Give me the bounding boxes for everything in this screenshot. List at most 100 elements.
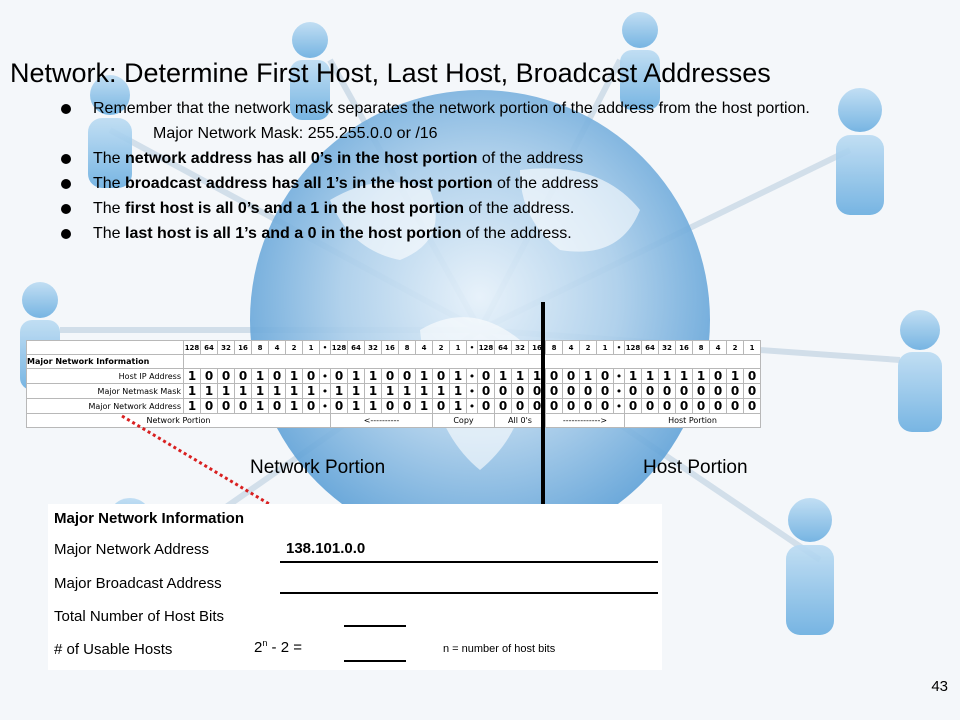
- bit-cell: 0: [579, 398, 597, 414]
- bit-cell: 0: [596, 368, 614, 384]
- bullet-dot-icon: [61, 179, 71, 189]
- place-value-cell: 128: [330, 340, 348, 355]
- row-label-cell: Major Netmask Mask: [26, 383, 184, 399]
- bit-cell: 1: [364, 398, 382, 414]
- formula-base: 2: [254, 639, 263, 656]
- bit-cell: 0: [675, 398, 693, 414]
- worksheet-heading: Major Network Information: [54, 510, 245, 527]
- place-value-cell: 2: [579, 340, 597, 355]
- bullet-network-mask: Remember that the network mask separates…: [60, 100, 920, 118]
- bullet-text-bold: last host is all 1’s and a 0 in the host…: [125, 225, 462, 242]
- section-label-cell: Major Network Information: [26, 354, 184, 369]
- broadcast-address-answer-line: [280, 592, 658, 594]
- bit-cell: 1: [658, 368, 676, 384]
- bit-cell: 0: [494, 383, 512, 399]
- bit-cell: 1: [251, 398, 269, 414]
- bit-cell: 1: [449, 398, 467, 414]
- bit-cell: 0: [596, 398, 614, 414]
- bit-cell: 0: [511, 383, 529, 399]
- host-portion-label: Host Portion: [643, 457, 748, 478]
- bullet-text-bold: network address has all 0’s in the host …: [125, 150, 478, 167]
- bit-cell: 1: [675, 368, 693, 384]
- place-value-cell: 64: [641, 340, 659, 355]
- bit-cell: 1: [183, 368, 201, 384]
- network-address-answer-line: [280, 561, 658, 563]
- bit-cell: 0: [477, 368, 495, 384]
- worksheet-panel: Major Network Information Major Network …: [48, 504, 662, 670]
- place-value-cell: 128: [183, 340, 201, 355]
- bit-cell: 0: [545, 383, 563, 399]
- major-network-mask-line: Major Network Mask: 255.255.0.0 or /16: [153, 125, 438, 142]
- place-value-cell: 4: [709, 340, 727, 355]
- place-value-cell: 8: [251, 340, 269, 355]
- bit-cell: 0: [398, 398, 416, 414]
- bit-cell: 0: [579, 383, 597, 399]
- footer-copy: Copy: [432, 413, 495, 428]
- octet-dot-cell: •: [319, 398, 331, 414]
- place-value-cell: 8: [692, 340, 710, 355]
- bit-cell: 0: [709, 383, 727, 399]
- place-value-cell: 64: [347, 340, 365, 355]
- bit-cell: 1: [415, 398, 433, 414]
- bit-cell: 0: [641, 398, 659, 414]
- octet-dot-cell: •: [466, 383, 478, 399]
- bit-cell: 0: [432, 398, 450, 414]
- octet-dot-cell: •: [319, 383, 331, 399]
- bit-cell: 0: [743, 398, 761, 414]
- network-address-value: 138.101.0.0: [286, 540, 366, 557]
- bit-cell: 0: [477, 383, 495, 399]
- bit-cell: 0: [743, 368, 761, 384]
- octet-dot-cell: •: [613, 340, 625, 355]
- octet-dot-cell: •: [466, 398, 478, 414]
- bit-cell: 0: [302, 398, 320, 414]
- place-value-cell: 16: [381, 340, 399, 355]
- place-value-cell: 128: [624, 340, 642, 355]
- place-value-cell: 1: [449, 340, 467, 355]
- bit-cell: 0: [268, 368, 286, 384]
- usable-hosts-formula: 2n - 2 =: [254, 638, 302, 656]
- bit-cell: 1: [494, 368, 512, 384]
- place-value-cell: 1: [743, 340, 761, 355]
- bit-cell: 0: [217, 368, 235, 384]
- place-value-cell: 8: [545, 340, 563, 355]
- bit-cell: 1: [234, 383, 252, 399]
- place-value-cell: 32: [364, 340, 382, 355]
- bit-cell: 1: [251, 383, 269, 399]
- bit-cell: 0: [743, 383, 761, 399]
- bit-cell: 0: [494, 398, 512, 414]
- slide-title: Network: Determine First Host, Last Host…: [10, 58, 771, 88]
- bit-cell: 0: [562, 368, 580, 384]
- bit-cell: 0: [381, 398, 399, 414]
- bit-cell: 0: [624, 398, 642, 414]
- place-value-cell: 32: [658, 340, 676, 355]
- bullet-network-address: The network address has all 0’s in the h…: [60, 150, 920, 168]
- bit-cell: 1: [641, 368, 659, 384]
- bullet-text-post: of the address: [477, 150, 584, 167]
- place-value-cell: 64: [200, 340, 218, 355]
- formula-rest: - 2 =: [267, 639, 302, 656]
- bit-cell: 1: [285, 383, 303, 399]
- bit-cell: 0: [432, 368, 450, 384]
- section-blank-cell: [183, 354, 761, 369]
- bullet-dot-icon: [61, 229, 71, 239]
- bit-cell: 0: [596, 383, 614, 399]
- octet-dot-cell: •: [466, 368, 478, 384]
- bullet-first-host: The first host is all 0’s and a 1 in the…: [60, 200, 920, 218]
- bullet-last-host: The last host is all 1’s and a 0 in the …: [60, 225, 920, 243]
- bullet-text-bold: first host is all 0’s and a 1 in the hos…: [125, 200, 465, 217]
- bullet-text-post: of the address.: [461, 225, 572, 242]
- bit-cell: 0: [545, 368, 563, 384]
- bit-cell: 1: [347, 383, 365, 399]
- place-value-cell: 4: [415, 340, 433, 355]
- bit-cell: 0: [726, 398, 744, 414]
- bullet-broadcast-address: The broadcast address has all 1’s in the…: [60, 175, 920, 193]
- bullet-text-post: of the address.: [464, 200, 575, 217]
- bit-cell: 1: [268, 383, 286, 399]
- bit-cell: 1: [726, 368, 744, 384]
- bit-cell: 0: [675, 383, 693, 399]
- bit-cell: 0: [217, 398, 235, 414]
